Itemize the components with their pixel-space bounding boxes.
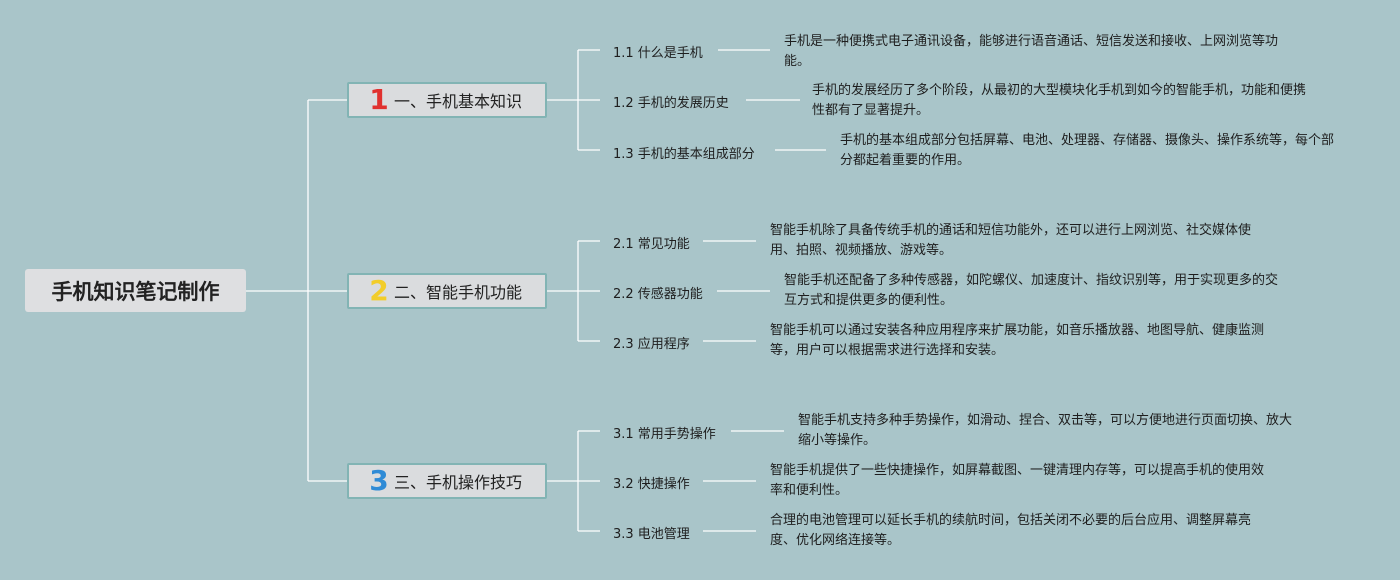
subtopic-1-3: 1.3 手机的基本组成部分 bbox=[613, 147, 755, 162]
branch-label-2: 二、智能手机功能 bbox=[394, 283, 523, 302]
subtopic-3-1: 3.1 常用手势操作 bbox=[613, 427, 716, 442]
description-1-3: 手机的基本组成部分包括屏幕、电池、处理器、存储器、摄像头、操作系统等，每个部分都… bbox=[840, 133, 1335, 168]
subtopic-2-2: 2.2 传感器功能 bbox=[613, 287, 703, 302]
subtopic-3-2: 3.2 快捷操作 bbox=[613, 477, 690, 492]
subtopic-1-1: 1.1 什么是手机 bbox=[613, 46, 703, 61]
description-1-1: 手机是一种便携式电子通讯设备，能够进行语音通话、短信发送和接收、上网浏览等功能。 bbox=[784, 34, 1279, 69]
description-2-2: 智能手机还配备了多种传感器，如陀螺仪、加速度计、指纹识别等，用于实现更多的交互方… bbox=[784, 273, 1279, 308]
branch-label-1: 一、手机基本知识 bbox=[394, 92, 523, 111]
root-node: 手机知识笔记制作 bbox=[25, 269, 246, 312]
description-3-3: 合理的电池管理可以延长手机的续航时间，包括关闭不必要的后台应用、调整屏幕亮度、优… bbox=[770, 513, 1252, 548]
subtopic-2-3: 2.3 应用程序 bbox=[613, 337, 690, 352]
subtopic-1-2: 1.2 手机的发展历史 bbox=[613, 96, 729, 111]
branch-node-1: 1 一、手机基本知识 bbox=[347, 82, 547, 118]
subtopic-2-1: 2.1 常见功能 bbox=[613, 237, 690, 252]
branch-number-2: 2 bbox=[369, 274, 389, 307]
branch-number-1: 1 bbox=[369, 83, 389, 116]
subtopic-3-3: 3.3 电池管理 bbox=[613, 527, 690, 542]
description-3-1: 智能手机支持多种手势操作，如滑动、捏合、双击等，可以方便地进行页面切换、放大缩小… bbox=[798, 413, 1293, 448]
branch-number-3: 3 bbox=[369, 464, 389, 497]
description-2-1: 智能手机除了具备传统手机的通话和短信功能外，还可以进行上网浏览、社交媒体使用、拍… bbox=[770, 223, 1252, 258]
branch-label-3: 三、手机操作技巧 bbox=[394, 473, 523, 492]
branch-node-2: 2 二、智能手机功能 bbox=[347, 273, 547, 309]
description-2-3: 智能手机可以通过安装各种应用程序来扩展功能，如音乐播放器、地图导航、健康监测等，… bbox=[770, 323, 1265, 358]
description-3-2: 智能手机提供了一些快捷操作，如屏幕截图、一键清理内存等，可以提高手机的使用效率和… bbox=[770, 463, 1265, 498]
branch-node-3: 3 三、手机操作技巧 bbox=[347, 463, 547, 499]
description-1-2: 手机的发展经历了多个阶段，从最初的大型模块化手机到如今的智能手机，功能和便携性都… bbox=[812, 83, 1307, 118]
